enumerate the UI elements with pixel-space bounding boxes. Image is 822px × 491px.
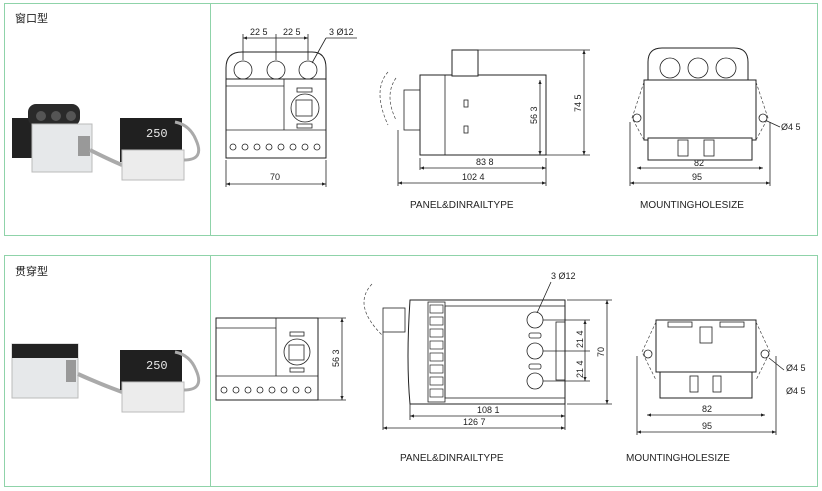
side-view-label: PANEL&DINRAILTYPE bbox=[410, 200, 514, 211]
dim-holes: 3 Ø12 bbox=[329, 27, 354, 37]
dim-height-outer: 74 5 bbox=[573, 94, 583, 112]
dim-width-outer: 95 bbox=[692, 172, 702, 182]
dim-spacing-2: 21 4 bbox=[575, 360, 585, 378]
dim-spacing-1: 22 5 bbox=[250, 27, 268, 37]
dim-hole-1: Ø4 5 bbox=[786, 363, 806, 373]
dim-width-inner: 82 bbox=[702, 404, 712, 414]
dim-depth-outer: 102 4 bbox=[462, 172, 485, 182]
section-title: 窗口型 bbox=[15, 11, 48, 25]
front-view-drawing: 22 5 22 5 3 Ø12 70 bbox=[225, 27, 357, 187]
dim-spacing-2: 22 5 bbox=[283, 27, 301, 37]
dim-height-inner: 56 3 bbox=[529, 106, 539, 124]
dim-width: 70 bbox=[270, 172, 280, 182]
dim-height: 56 3 bbox=[331, 349, 341, 367]
photo-display-readout: 250 bbox=[146, 359, 168, 373]
mount-view-label: MOUNTINGHOLESIZE bbox=[626, 453, 730, 464]
section-window-type: 窗口型 250 22 5 bbox=[4, 3, 818, 236]
dim-width-outer: 95 bbox=[702, 421, 712, 431]
photo-display-readout: 250 bbox=[146, 127, 168, 141]
mount-view-label: MOUNTINGHOLESIZE bbox=[640, 200, 744, 211]
section-through-type: 贯穿型 250 56 3 bbox=[4, 255, 818, 487]
dim-holes: 3 Ø12 bbox=[551, 271, 576, 281]
mounting-view-drawing: Ø4 5 Ø4 5 82 95 MOUNTINGHOLESIZE bbox=[626, 319, 806, 464]
section-frame bbox=[4, 3, 818, 236]
section-frame bbox=[4, 255, 818, 487]
dim-height: 70 bbox=[596, 347, 606, 357]
section-title: 贯穿型 bbox=[15, 264, 48, 278]
side-view-drawing: 83 8 102 4 56 3 74 5 PANEL&DINRAILTYPE bbox=[379, 49, 590, 211]
dim-hole: Ø4 5 bbox=[781, 122, 801, 132]
product-photo: 250 bbox=[12, 104, 201, 181]
side-view-label: PANEL&DINRAILTYPE bbox=[400, 453, 504, 464]
mounting-view-drawing: Ø4 5 82 95 MOUNTINGHOLESIZE bbox=[629, 47, 801, 211]
dim-depth-inner: 108 1 bbox=[477, 405, 500, 415]
dim-width-inner: 82 bbox=[694, 158, 704, 168]
dim-hole-2: Ø4 5 bbox=[786, 386, 806, 396]
dim-depth-outer: 126 7 bbox=[463, 417, 486, 427]
product-photo: 250 bbox=[11, 343, 201, 413]
front-view-drawing: 56 3 bbox=[215, 317, 346, 401]
dim-spacing-1: 21 4 bbox=[575, 330, 585, 348]
dim-depth-inner: 83 8 bbox=[476, 157, 494, 167]
side-view-drawing: 21 4 21 4 70 3 Ø12 108 1 126 7 PANEL&DIN… bbox=[363, 271, 612, 464]
